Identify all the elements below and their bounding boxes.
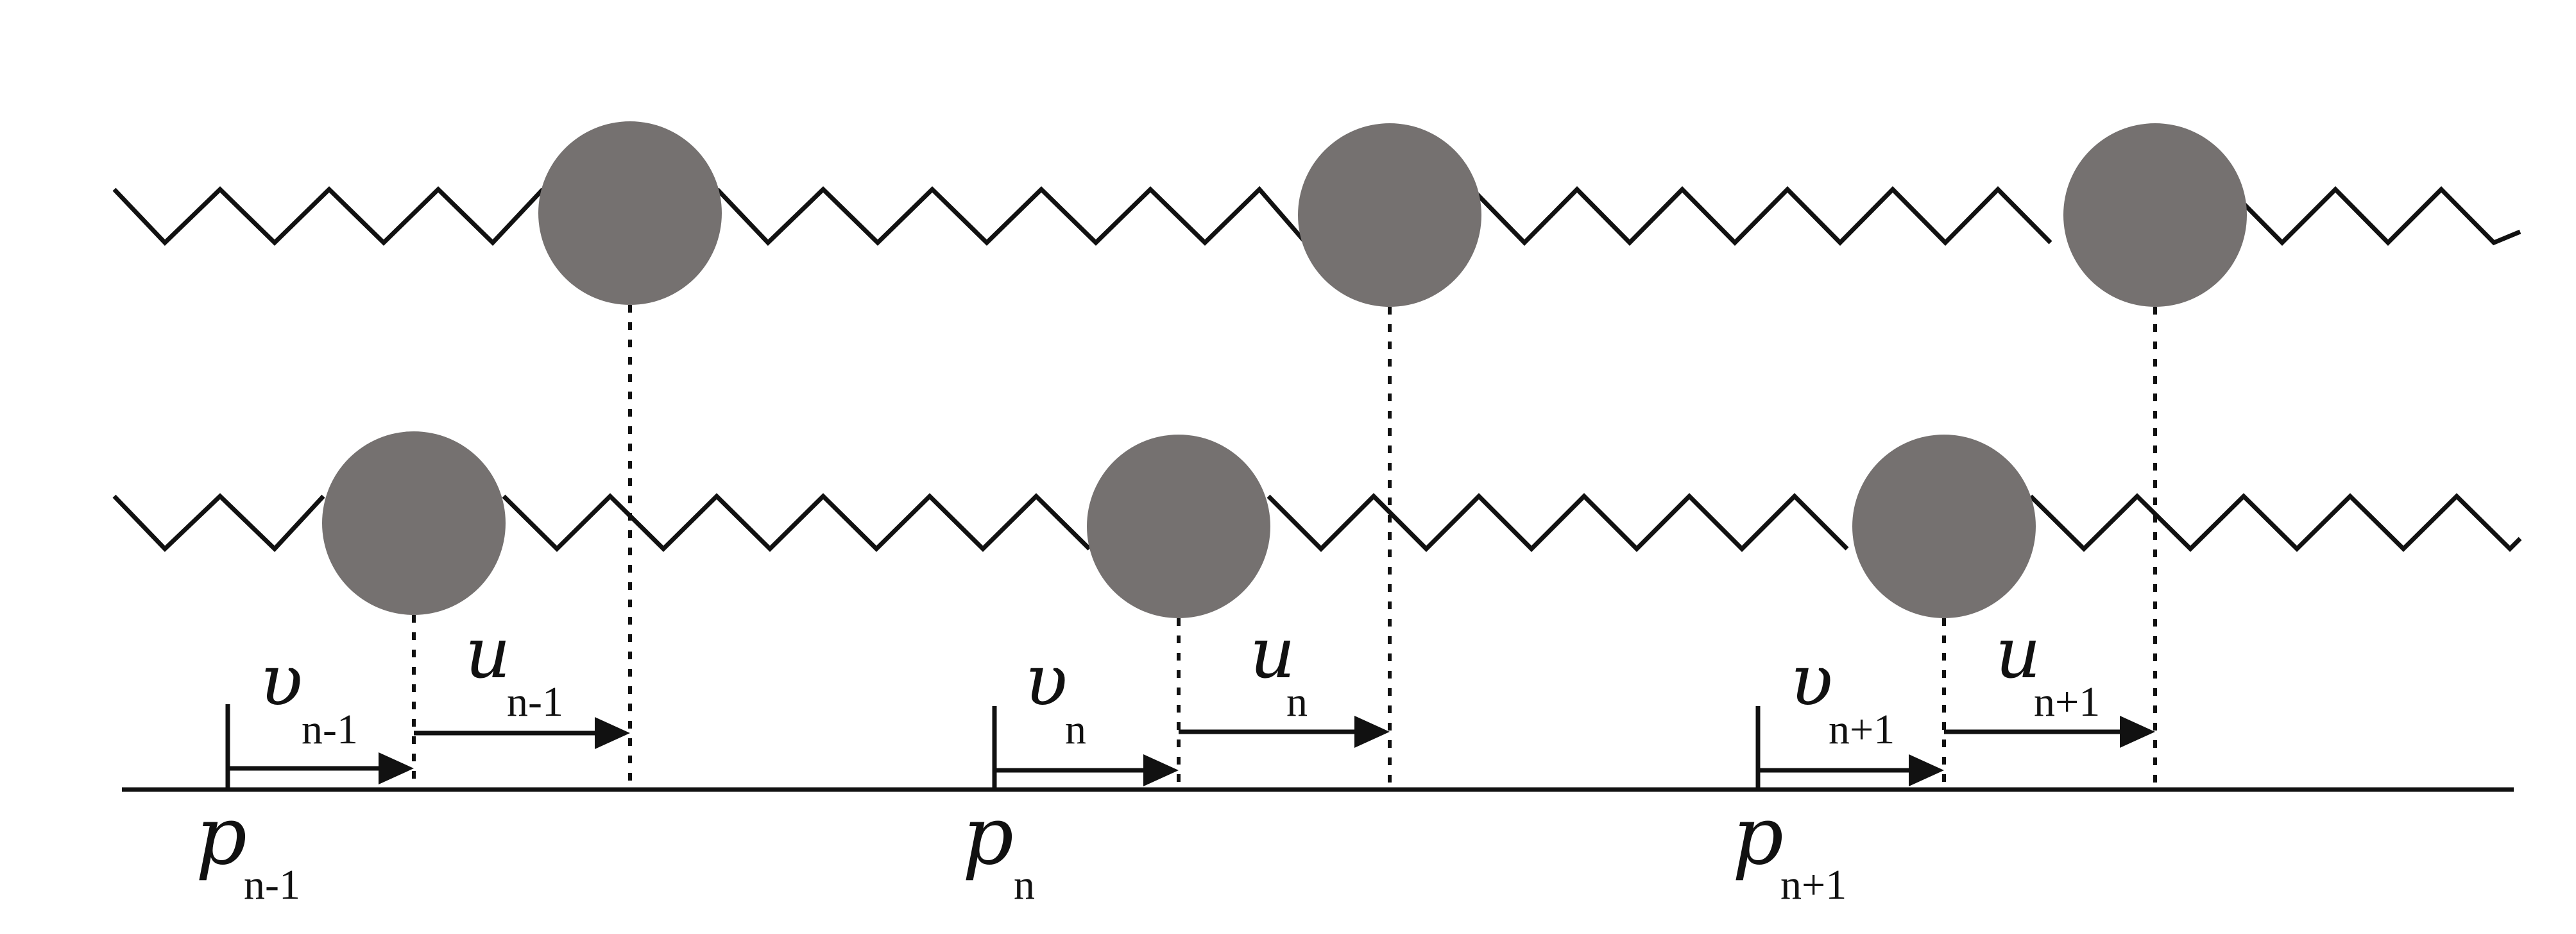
top-spring-right [2228, 186, 2521, 246]
v-label-subscript: n+1 [1829, 706, 1895, 753]
u-arrow-head [2120, 716, 2155, 748]
site-label-subscript: n [1014, 861, 1035, 908]
top-spring-middle-left [715, 186, 1308, 246]
u-label-subscript: n+1 [2034, 679, 2100, 725]
v-arrow-head [1909, 754, 1944, 786]
bottom-spring-right [2029, 493, 2522, 552]
u-arrow-head [595, 717, 630, 749]
site-label-symbol: p [1732, 790, 1784, 883]
bottom-mass [1087, 435, 1270, 618]
u-label-symbol: u [1250, 612, 1295, 694]
top-mass [1298, 123, 1481, 307]
bottom-spring-left [112, 493, 325, 552]
bottom-spring-middle-right [1267, 493, 1849, 552]
u-arrow-head [1354, 716, 1390, 748]
top-mass [538, 121, 722, 305]
u-label-symbol: u [1995, 612, 2041, 694]
top-spring-left [112, 186, 545, 246]
v-label-symbol: υ [1025, 639, 1068, 722]
bottom-mass [1852, 435, 2036, 618]
site-label-subscript: n-1 [244, 861, 300, 908]
site-label-symbol: p [196, 790, 247, 883]
top-spring-middle-right [1471, 186, 2052, 246]
v-label-subscript: n [1065, 706, 1086, 753]
v-arrow-head [1143, 754, 1179, 786]
v-label-symbol: υ [1790, 639, 1833, 722]
u-label-subscript: n [1286, 679, 1308, 725]
top-mass [2063, 123, 2247, 307]
bottom-spring-middle-left [502, 493, 1091, 552]
site-label-subscript: n+1 [1780, 861, 1847, 908]
site-label-symbol: p [962, 790, 1014, 883]
u-label-subscript: n-1 [507, 679, 563, 725]
v-label-subscript: n-1 [302, 706, 358, 753]
u-label-symbol: u [465, 612, 511, 694]
bottom-mass [322, 431, 506, 615]
v-label-symbol: υ [260, 639, 303, 722]
v-arrow-head [379, 752, 414, 784]
